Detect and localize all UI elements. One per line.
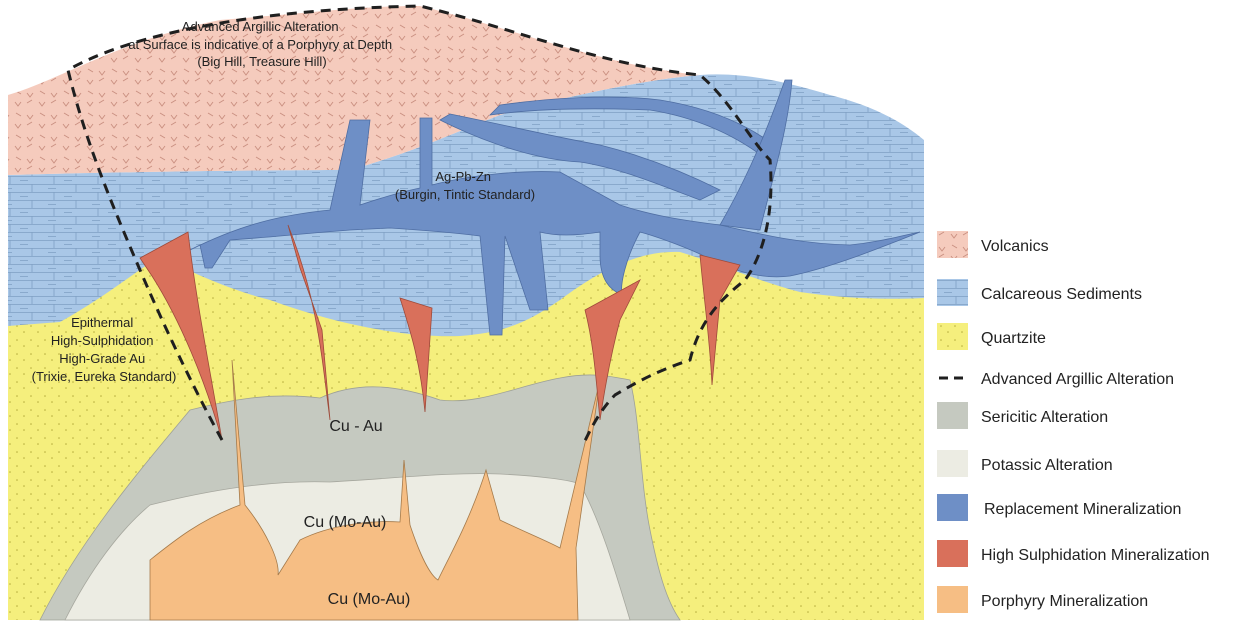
- cu-mo-au-upper-label: Cu (Mo-Au): [304, 514, 387, 531]
- legend-item-quartzite: Quartzite: [937, 323, 1046, 350]
- legend-label: Advanced Argillic Alteration: [981, 371, 1174, 388]
- legend-item-advanced-argillic: Advanced Argillic Alteration: [939, 371, 1174, 388]
- legend-item-porphyry: Porphyry Mineralization: [937, 586, 1148, 613]
- legend-item-sericitic: Sericitic Alteration: [937, 402, 1108, 429]
- legend-swatch-quartzite: [937, 323, 968, 350]
- legend-label: Sericitic Alteration: [981, 409, 1108, 426]
- legend-label: Calcareous Sediments: [981, 286, 1142, 303]
- legend-swatch-potassic: [937, 450, 968, 477]
- legend-label: Porphyry Mineralization: [981, 593, 1148, 610]
- legend-label: Quartzite: [981, 330, 1046, 347]
- legend-swatch-calcareous: [937, 279, 968, 306]
- cu-au-label: Cu - Au: [329, 418, 382, 435]
- legend-swatch-high-sulphidation: [937, 540, 968, 567]
- legend-swatch-porphyry: [937, 586, 968, 613]
- cu-mo-au-lower-label: Cu (Mo-Au): [328, 591, 411, 608]
- legend-item-high-sulphidation: High Sulphidation Mineralization: [937, 540, 1210, 567]
- legend-item-potassic: Potassic Alteration: [937, 450, 1113, 477]
- legend-item-volcanics: Volcanics: [937, 231, 1049, 258]
- legend-item-calcareous: Calcareous Sediments: [937, 279, 1142, 306]
- legend: Volcanics Calcareous Sediments Quartzite…: [937, 231, 1210, 613]
- legend-swatch-sericitic: [937, 402, 968, 429]
- legend-label: High Sulphidation Mineralization: [981, 547, 1210, 564]
- legend-swatch-volcanics: [937, 231, 968, 258]
- legend-label: Volcanics: [981, 238, 1049, 255]
- legend-label: Replacement Mineralization: [984, 501, 1181, 518]
- legend-swatch-replacement: [937, 494, 968, 521]
- legend-item-replacement: Replacement Mineralization: [937, 494, 1181, 521]
- legend-label: Potassic Alteration: [981, 457, 1113, 474]
